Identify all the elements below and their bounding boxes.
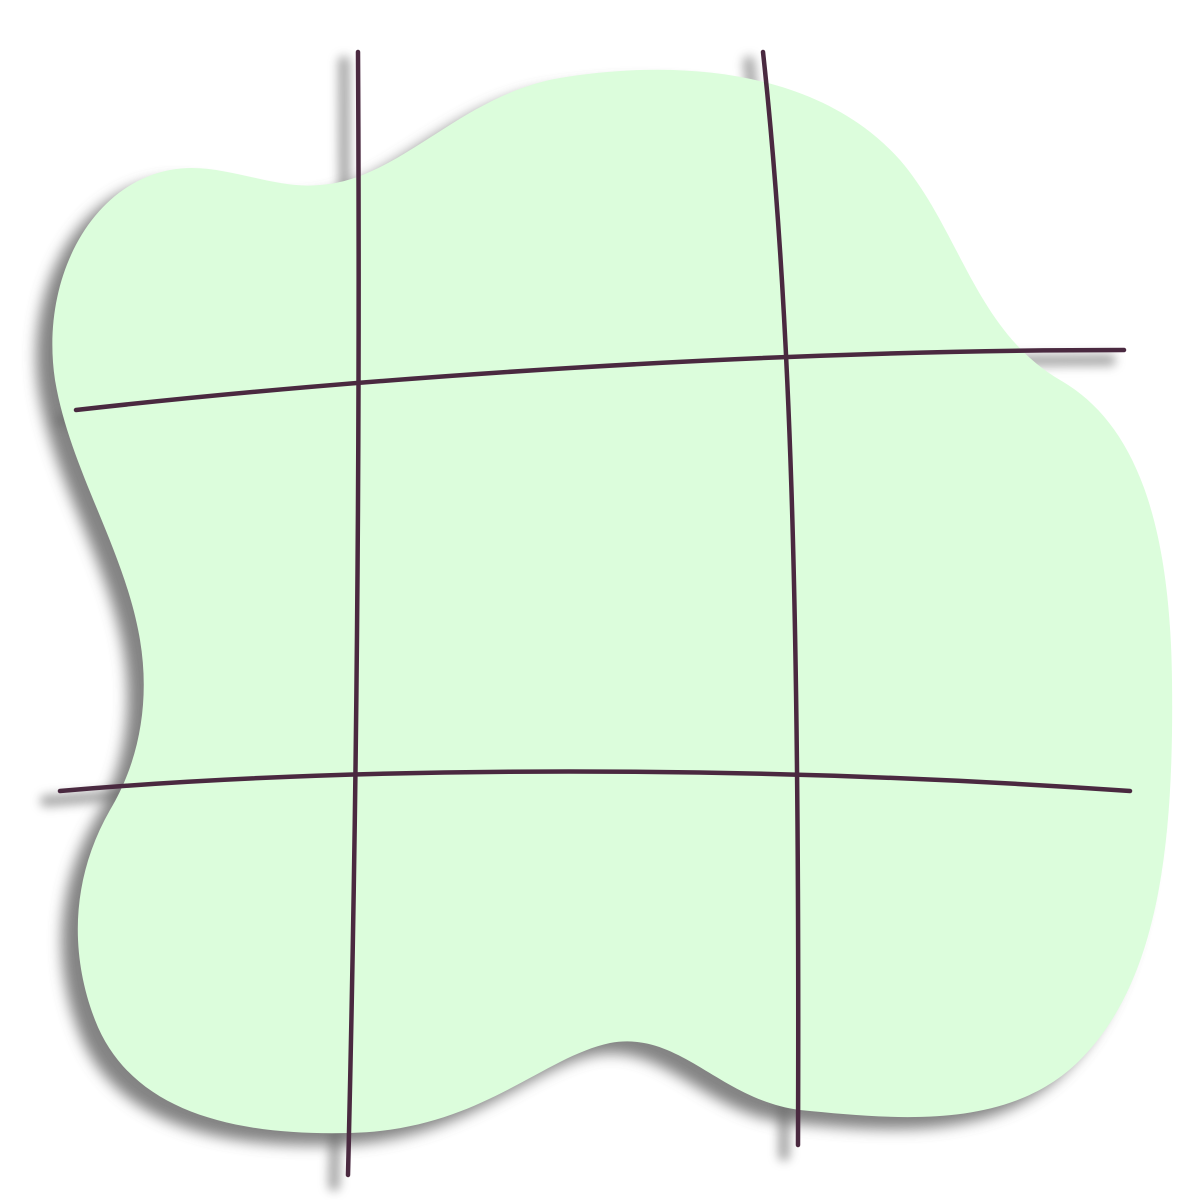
- cell-r2-c3[interactable]: [795, 355, 1165, 775]
- cell-r1-c3[interactable]: [790, 60, 1130, 355]
- cell-r3-c3[interactable]: [800, 775, 1160, 1115]
- cell-r2-c2[interactable]: [360, 375, 795, 770]
- grid-line-vertical-right: [760, 49, 801, 1148]
- board-background: [52, 69, 1173, 1134]
- board-cells: [70, 60, 1165, 1135]
- grid-line-horizontal-top: [73, 347, 1127, 413]
- grid-line-vertical-left: [345, 49, 361, 1178]
- cell-r1-c1[interactable]: [70, 60, 360, 380]
- cell-r3-c1[interactable]: [80, 775, 355, 1135]
- cell-r1-c2[interactable]: [360, 60, 790, 370]
- cell-r3-c2[interactable]: [355, 770, 800, 1120]
- cell-r2-c1[interactable]: [70, 385, 360, 770]
- grid-line-horizontal-bottom: [57, 769, 1133, 794]
- grid-lines: [57, 49, 1133, 1178]
